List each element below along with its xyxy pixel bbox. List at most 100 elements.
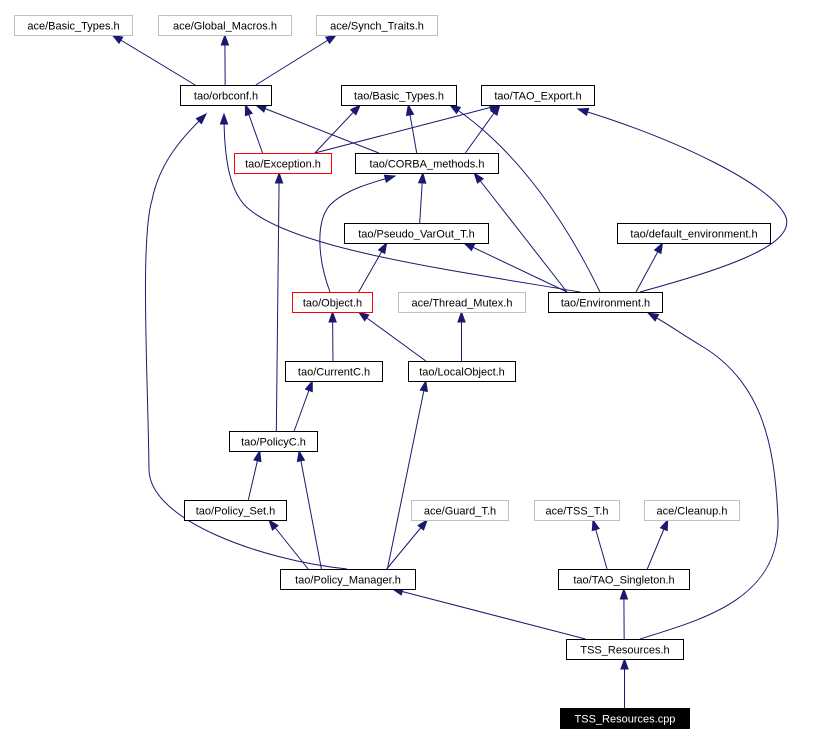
node-tao-singleton-label: tao/TAO_Singleton.h (573, 575, 674, 587)
node-tss-resources-cpp[interactable]: TSS_Resources.cpp (560, 708, 690, 729)
edge-environment-to-tao-basic-types-line (449, 104, 601, 293)
node-tss-resources-cpp-box (560, 708, 690, 729)
node-policy-set[interactable]: tao/Policy_Set.h (184, 500, 287, 521)
node-currentc[interactable]: tao/CurrentC.h (285, 361, 383, 382)
node-policyc-label: tao/PolicyC.h (241, 437, 306, 449)
edge-environment-to-corba-methods-arrowhead (473, 171, 485, 184)
edge-environment-to-pseudo-varout-arrowhead (462, 242, 476, 252)
edge-policy-manager-to-orbconf (144, 112, 348, 570)
edge-environment-to-tao-export-line (577, 108, 788, 293)
edge-exception-to-tao-basic-types (314, 103, 362, 154)
node-orbconf[interactable]: tao/orbconf.h (180, 85, 272, 106)
edge-corba-methods-to-tao-basic-types-arrowhead (405, 103, 415, 117)
edge-corba-methods-to-orbconf-arrowhead (254, 104, 268, 113)
edge-policy-manager-to-localobject-arrowhead (419, 379, 428, 393)
edge-tss-resources-h-to-tao-singleton-arrowhead (619, 587, 629, 600)
node-orbconf-box (180, 85, 272, 106)
node-environment[interactable]: tao/Environment.h (548, 292, 663, 313)
edge-policy-manager-to-localobject (386, 379, 428, 570)
node-tao-basic-types-box (341, 85, 457, 106)
edge-corba-methods-to-orbconf-line (255, 104, 380, 154)
edge-environment-to-corba-methods-line (473, 172, 568, 293)
node-corba-methods[interactable]: tao/CORBA_methods.h (355, 153, 499, 174)
edge-policy-manager-to-guard-t (386, 518, 429, 570)
edge-localobject-to-thread-mutex (457, 310, 466, 361)
edge-environment-to-orbconf-arrowhead (219, 112, 229, 125)
node-ace-synch-traits[interactable]: ace/Synch_Traits.h (316, 15, 438, 36)
edge-environment-to-pseudo-varout-line (463, 242, 568, 293)
node-environment-label: tao/Environment.h (561, 298, 650, 310)
node-tss-resources-h-label: TSS_Resources.h (580, 645, 669, 657)
node-cleanup[interactable]: ace/Cleanup.h (644, 500, 740, 521)
edge-policyc-to-currentc (293, 379, 313, 432)
node-ace-global-macros-box (158, 15, 292, 36)
edges-layer (111, 33, 788, 708)
node-exception[interactable]: tao/Exception.h (234, 153, 332, 174)
node-tss-resources-h-box (566, 639, 684, 660)
node-ace-global-macros[interactable]: ace/Global_Macros.h (158, 15, 292, 36)
nodes-layer: ace/Basic_Types.h ace/Global_Macros.h ace/… (14, 15, 771, 729)
node-policyc[interactable]: tao/PolicyC.h (229, 431, 318, 452)
node-policyc-box (229, 431, 318, 452)
edge-exception-to-orbconf-arrowhead (244, 103, 254, 117)
node-cleanup-box (644, 500, 740, 521)
node-tss-t[interactable]: ace/TSS_T.h (534, 500, 620, 521)
edge-policy-manager-to-policy-set-arrowhead (268, 518, 279, 531)
edge-environment-to-orbconf-line (223, 113, 581, 293)
node-tao-basic-types[interactable]: tao/Basic_Types.h (341, 85, 457, 106)
edge-environment-to-tao-basic-types (448, 104, 601, 293)
edge-policyc-to-exception-arrowhead (274, 171, 284, 184)
node-tss-resources-h[interactable]: TSS_Resources.h (566, 639, 684, 660)
node-tss-resources-cpp-label: TSS_Resources.cpp (575, 714, 676, 726)
edge-currentc-to-object (328, 310, 337, 362)
edge-policy-manager-to-localobject-line (386, 380, 427, 570)
node-tao-singleton-box (558, 569, 690, 590)
node-default-env-label: tao/default_environment.h (630, 229, 757, 241)
edge-currentc-to-object-arrowhead (328, 310, 337, 323)
edge-policyc-to-exception (274, 171, 284, 432)
edge-policy-manager-to-orbconf-arrowhead (195, 112, 208, 125)
node-object[interactable]: tao/Object.h (292, 292, 373, 313)
edge-object-to-corba-methods-arrowhead (383, 174, 397, 183)
node-pseudo-varout-box (344, 223, 489, 244)
edge-policy-manager-to-guard-t-arrowhead (417, 518, 429, 531)
node-ace-basic-types[interactable]: ace/Basic_Types.h (14, 15, 133, 36)
node-ace-basic-types-box (14, 15, 133, 36)
node-thread-mutex[interactable]: ace/Thread_Mutex.h (398, 292, 526, 313)
node-default-env-box (617, 223, 771, 244)
edge-orbconf-to-ace-synch-traits-line (255, 34, 337, 86)
edge-exception-to-orbconf (244, 103, 264, 154)
edge-object-to-corba-methods-line (319, 175, 396, 293)
node-tao-export[interactable]: tao/TAO_Export.h (481, 85, 595, 106)
node-policy-set-label: tao/Policy_Set.h (196, 506, 276, 518)
node-pseudo-varout[interactable]: tao/Pseudo_VarOut_T.h (344, 223, 489, 244)
edge-orbconf-to-ace-synch-traits-arrowhead (324, 34, 338, 45)
edge-policyc-to-exception-line (275, 172, 280, 432)
edge-policyc-to-currentc-arrowhead (304, 379, 313, 393)
edge-tao-singleton-to-cleanup (646, 518, 669, 570)
node-ace-synch-traits-label: ace/Synch_Traits.h (330, 21, 424, 33)
edge-pseudo-varout-to-corba-methods-arrowhead (417, 171, 427, 184)
edge-tss-resources-h-to-environment (639, 312, 779, 640)
node-policy-manager[interactable]: tao/Policy_Manager.h (280, 569, 416, 590)
node-tao-basic-types-label: tao/Basic_Types.h (354, 91, 444, 103)
node-default-env[interactable]: tao/default_environment.h (617, 223, 771, 244)
edge-tss-resources-h-to-environment-arrowhead (646, 312, 660, 322)
node-localobject-box (408, 361, 516, 382)
node-pseudo-varout-label: tao/Pseudo_VarOut_T.h (358, 229, 475, 241)
node-guard-t[interactable]: ace/Guard_T.h (411, 500, 509, 521)
edge-environment-to-tao-export-arrowhead (576, 107, 590, 117)
node-exception-box (234, 153, 332, 174)
edge-environment-to-default-env (635, 241, 664, 293)
edge-orbconf-to-ace-basic-types-arrowhead (111, 34, 124, 45)
node-tao-singleton[interactable]: tao/TAO_Singleton.h (558, 569, 690, 590)
edge-orbconf-to-ace-synch-traits (255, 34, 338, 86)
node-cleanup-label: ace/Cleanup.h (657, 506, 728, 518)
edge-object-to-pseudo-varout (358, 241, 388, 293)
edge-tss-resources-h-to-policy-manager-line (392, 588, 586, 640)
node-policy-manager-label: tao/Policy_Manager.h (295, 575, 401, 587)
node-policy-manager-box (280, 569, 416, 590)
node-localobject[interactable]: tao/LocalObject.h (408, 361, 516, 382)
edge-exception-to-tao-export-line (314, 104, 500, 154)
